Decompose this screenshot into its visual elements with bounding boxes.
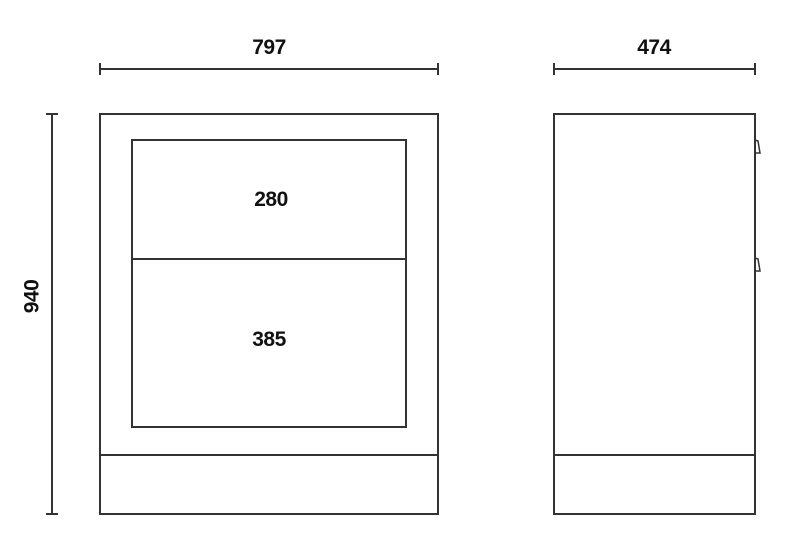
depth-dimension-line xyxy=(553,63,756,75)
side-view xyxy=(553,113,756,515)
overall-depth-label: 474 xyxy=(637,36,671,59)
outer-frame xyxy=(99,113,439,515)
bottom-drawer-height-label: 385 xyxy=(252,328,286,351)
drawer-block xyxy=(131,139,407,428)
height-dimension-line xyxy=(46,113,58,515)
overall-height-label: 940 xyxy=(20,279,44,314)
side-panel xyxy=(553,113,756,515)
overall-width-label: 797 xyxy=(252,36,286,59)
top-drawer-height-label: 280 xyxy=(254,188,288,211)
drawer-handle-top-icon xyxy=(754,139,761,154)
drawer-handle-bottom-icon xyxy=(754,257,761,272)
front-view xyxy=(99,113,439,515)
width-dimension-line xyxy=(99,63,439,75)
